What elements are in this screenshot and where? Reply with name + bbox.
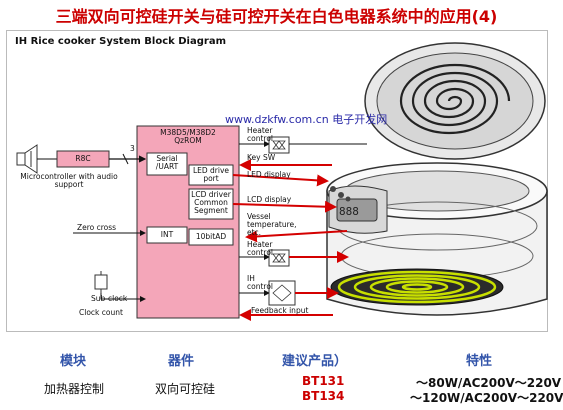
int-block: [146, 226, 188, 244]
cell-product-2: BT134: [302, 389, 345, 403]
block-diagram: 888: [6, 30, 548, 332]
feedback-input-label: Feedback input: [251, 306, 309, 315]
cooker-lid-illustration: [364, 42, 546, 160]
sub-clock-line: [100, 293, 146, 302]
mcu-label: M38D5/M38D2 QzROM: [141, 129, 235, 145]
cooker-body-illustration: 888: [326, 162, 548, 316]
microcontroller-label: Microcontroller with audio support: [20, 172, 118, 189]
int-label: INT: [160, 230, 174, 239]
mcu-label-line1: M38D5/M38D2: [160, 128, 216, 137]
cell-product-1: BT131: [302, 374, 345, 388]
clock-count-label: Clock count: [79, 308, 123, 317]
header-module: 模块: [60, 354, 87, 369]
cell-module: 加热器控制: [44, 382, 105, 396]
cell-device: 双向可控硅: [155, 382, 216, 396]
led-drive-label: LED drive port: [192, 166, 230, 183]
led-display-label: LED display: [247, 170, 291, 179]
cell-spec-1: ～80W/AC200V～220V: [416, 376, 562, 390]
lcd-display-label: LCD display: [247, 195, 292, 204]
adc-label: 10bitAD: [195, 232, 227, 241]
serial-uart-block: [146, 152, 188, 176]
sub-clock-label: Sub-clock: [91, 294, 128, 303]
watermark-text: www.dzkfw.com.cn 电子开发网: [225, 113, 388, 126]
speaker-icon: [16, 144, 38, 174]
product-table: 模块 器件 建议产品） 特性 加热器控制 双向可控硅 BT131 BT134 ～…: [0, 342, 563, 410]
zero-cross-label: Zero cross: [77, 223, 117, 232]
diagram-heading: IH Rice cooker System Block Diagram: [15, 36, 226, 47]
bus-slash: [122, 153, 129, 165]
crystal-icon: [94, 271, 108, 293]
header-specs: 特性: [466, 354, 493, 369]
bus-width-label: 3: [130, 144, 135, 153]
lcd-display-arrow: [232, 200, 337, 213]
mcu-label-line2: QzROM: [174, 136, 202, 145]
vessel-temp-arrow: [245, 230, 348, 243]
cell-spec-2: ～120W/AC200V～220V: [410, 391, 563, 405]
key-sw-label: Key SW: [247, 153, 276, 162]
serial-uart-label: Serial /UART: [155, 154, 179, 171]
diagram-canvas: 888: [16, 42, 548, 321]
r8c-label: R8C: [75, 154, 91, 163]
page-title: 三端双向可控硅开关与硅可控开关在白色电器系统中的应用(4): [55, 7, 498, 26]
ih-control-label: IH control: [247, 274, 273, 291]
adc-block: [188, 228, 234, 246]
vessel-temperature-label: Vessel temperature, etc.: [247, 212, 297, 237]
heater-control-top-label: Heater control: [247, 126, 273, 143]
lcd-driver-block: [188, 188, 234, 220]
svg-text:888: 888: [339, 205, 359, 218]
lcd-driver-label: LCD driver Common Segment: [191, 190, 231, 215]
heater-control-bottom-label: Heater control: [247, 240, 273, 257]
header-device: 器件: [168, 354, 195, 369]
header-products: 建议产品）: [282, 354, 348, 369]
led-display-arrow: [232, 174, 329, 187]
